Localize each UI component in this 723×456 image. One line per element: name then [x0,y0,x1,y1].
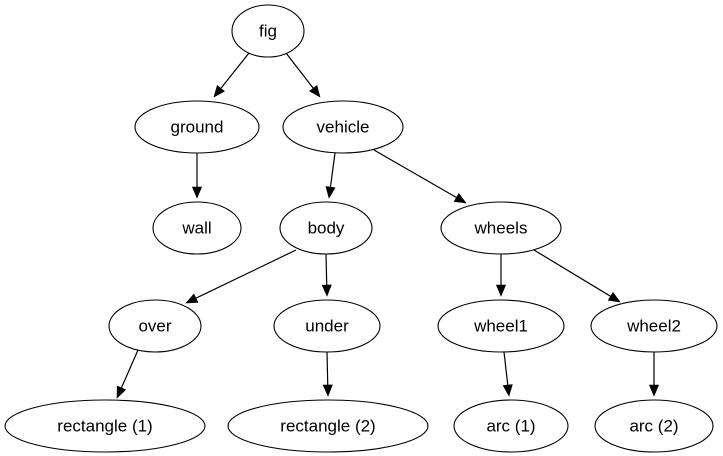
arrowhead-icon [309,84,321,98]
arrowhead-icon [116,385,127,399]
arrowhead-icon [185,293,199,304]
node-ground[interactable]: ground [134,100,260,154]
node-shape-rectangle2[interactable] [227,399,429,453]
node-shape-body[interactable] [279,201,373,255]
arrowhead-icon [322,384,333,397]
node-label-wheels: wheels [474,218,528,237]
edge-line [533,249,611,297]
node-shape-wheel2[interactable] [590,299,718,353]
node-label-wheel1: wheel1 [473,316,528,335]
node-shape-wheels[interactable] [440,201,562,255]
edge-under-to-rectangle2 [322,351,333,397]
arrowhead-icon [453,192,467,204]
node-label-vehicle: vehicle [317,117,370,136]
node-label-wall: wall [181,218,211,237]
arrowhead-icon [607,291,621,303]
edge-wheel2-to-arc2 [648,352,660,397]
arrowhead-icon [502,384,513,397]
node-label-arc2: arc (2) [629,416,678,435]
node-under[interactable]: under [273,299,381,353]
arrowhead-icon [495,284,507,297]
edge-body-to-over [185,249,297,304]
node-shape-rectangle1[interactable] [4,399,206,453]
node-label-over: over [138,316,171,335]
edge-vehicle-to-wheels [373,149,467,204]
node-shape-fig[interactable] [231,4,305,58]
node-label-fig: fig [259,21,277,40]
node-label-under: under [305,316,349,335]
node-shape-over[interactable] [108,299,202,353]
node-wheel2[interactable]: wheel2 [590,299,718,353]
edge-line [285,52,314,89]
node-label-rectangle1: rectangle (1) [57,416,152,435]
node-arc2[interactable]: arc (2) [594,399,714,453]
edge-fig-to-ground [213,52,250,98]
edge-ground-to-wall [191,153,203,199]
arrowhead-icon [191,186,203,199]
edges-layer [116,52,660,399]
node-over[interactable]: over [108,299,202,353]
node-arc1[interactable]: arc (1) [453,399,569,453]
node-shape-wall[interactable] [152,201,242,255]
node-label-ground: ground [171,117,224,136]
node-shape-arc1[interactable] [453,399,569,453]
node-rectangle1[interactable]: rectangle (1) [4,399,206,453]
node-body[interactable]: body [279,201,373,255]
edge-line [195,249,297,299]
edge-over-to-rectangle1 [116,349,139,399]
arrowhead-icon [213,85,225,98]
edge-line [503,351,509,386]
node-rectangle2[interactable]: rectangle (2) [227,399,429,453]
node-wheels[interactable]: wheels [440,201,562,255]
node-label-body: body [308,218,345,237]
arrowhead-icon [325,186,336,199]
nodes-layer: fig ground vehicle wall body wheels over under w… [4,4,718,453]
edge-line [325,253,328,286]
edge-vehicle-to-body [325,152,336,199]
edge-fig-to-vehicle [285,52,321,98]
edge-line [373,149,457,199]
edge-line [220,52,250,89]
node-fig[interactable]: fig [231,4,305,58]
node-wheel1[interactable]: wheel1 [437,299,565,353]
node-shape-vehicle[interactable] [282,100,404,154]
arrowhead-icon [321,284,332,297]
edge-wheels-to-wheel2 [533,249,621,303]
edge-line [326,351,329,386]
node-label-wheel2: wheel2 [626,316,681,335]
node-wall[interactable]: wall [152,201,242,255]
edge-wheel1-to-arc1 [502,351,513,397]
node-shape-under[interactable] [273,299,381,353]
arrowhead-icon [648,384,660,397]
node-shape-wheel1[interactable] [437,299,565,353]
node-label-arc1: arc (1) [486,416,535,435]
edge-body-to-under [321,253,332,297]
node-vehicle[interactable]: vehicle [282,100,404,154]
node-shape-ground[interactable] [134,100,260,154]
node-label-rectangle2: rectangle (2) [280,416,375,435]
edge-line [329,152,336,188]
node-shape-arc2[interactable] [594,399,714,453]
edge-wheels-to-wheel1 [495,254,507,297]
edge-line [120,349,139,389]
